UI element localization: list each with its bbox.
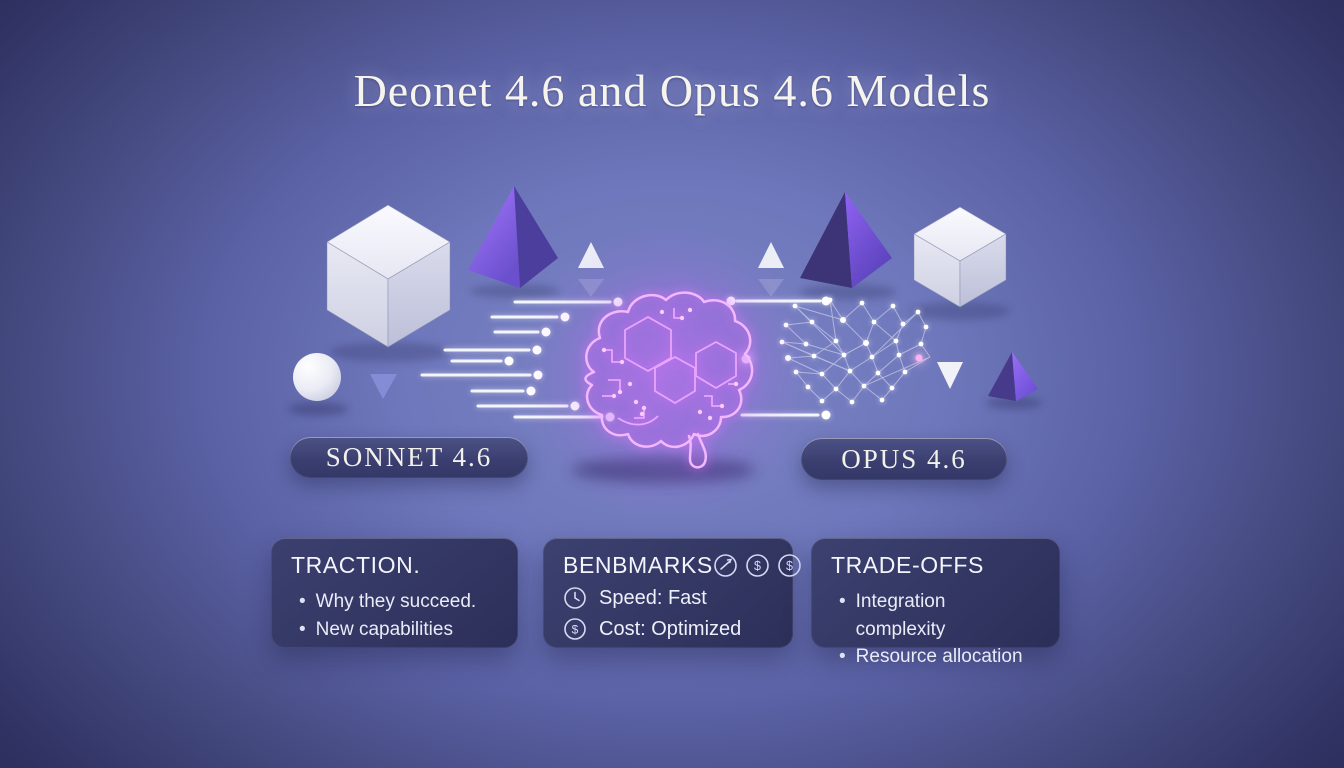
benchmarks-header-icons: $ $ (713, 553, 802, 578)
benchmarks-card: BENBMARKS $ $ (543, 538, 801, 648)
dollar-circle-icon: $ (746, 554, 769, 577)
opus-label-pill: OPUS 4.6 (801, 438, 1007, 480)
dollar-circle-icon: $ (778, 554, 801, 577)
list-item: Integration complexity (839, 588, 1040, 643)
network-graph-illustration (779, 297, 931, 405)
list-item-text: Integration complexity (855, 591, 946, 640)
opus-label-text: OPUS 4.6 (841, 443, 967, 474)
tradeoffs-card-title: TRADE-OFFS (831, 552, 984, 578)
pyramid-right-illustration (800, 192, 892, 288)
traction-card-title: TRACTION. (291, 552, 421, 578)
triangle-accents (370, 242, 963, 399)
tradeoffs-card-list: Integration complexity Resource allocati… (831, 588, 1040, 671)
benchmarks-card-title: BENBMARKS (563, 552, 713, 578)
list-item-text: Resource allocation (855, 646, 1023, 668)
svg-text:$: $ (754, 559, 761, 573)
page-title: Deonet 4.6 and Opus 4.6 Models (353, 65, 991, 116)
list-item-text: New capabilities (315, 618, 453, 640)
pyramid-small-illustration (988, 352, 1038, 401)
gauge-icon (714, 554, 737, 577)
circuit-brain-illustration (584, 291, 754, 469)
pyramid-left-illustration (468, 186, 558, 288)
benchmark-row-cost: $ Cost: Optimized (563, 617, 773, 641)
cube-right-illustration (913, 206, 1007, 308)
tradeoffs-card: TRADE-OFFS Integration complexity Resour… (811, 538, 1060, 667)
benchmark-row-text: Cost: Optimized (599, 617, 742, 640)
dollar-icon: $ (564, 618, 586, 640)
list-item: New capabilities (299, 616, 498, 644)
sonnet-label-text: SONNET 4.6 (325, 442, 493, 472)
svg-text:$: $ (572, 623, 579, 637)
clock-icon (564, 587, 586, 609)
brain-glow (518, 222, 818, 522)
cube-left-illustration (326, 204, 451, 348)
list-item: Resource allocation (839, 643, 1040, 671)
benchmarks-card-header: BENBMARKS $ $ (563, 552, 801, 579)
sphere-illustration (293, 353, 341, 401)
benchmark-row-text: Speed: Fast (599, 586, 707, 609)
traction-card-list: Why they succeed. New capabilities (291, 588, 498, 643)
benchmark-row-speed: Speed: Fast (563, 586, 773, 610)
list-item-text: Why they succeed. (315, 591, 477, 612)
sonnet-label-pill: SONNET 4.6 (290, 437, 528, 478)
traction-card: TRACTION. Why they succeed. New capabili… (271, 538, 518, 648)
list-item: Why they succeed. (299, 588, 498, 616)
svg-text:$: $ (786, 559, 793, 573)
speed-lines-illustration (420, 296, 831, 422)
